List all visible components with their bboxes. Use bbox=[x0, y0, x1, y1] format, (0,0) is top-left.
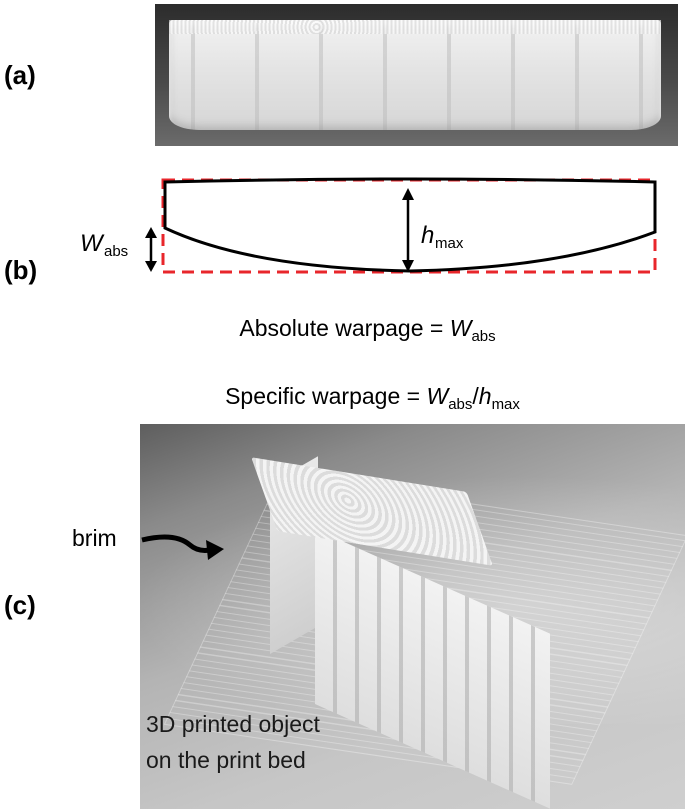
specific-formula-var2: h bbox=[478, 383, 492, 409]
warped-part bbox=[169, 20, 661, 130]
warped-profile bbox=[163, 177, 657, 273]
absolute-formula-var: W bbox=[449, 315, 472, 341]
specific-formula-text: Specific warpage = bbox=[225, 383, 427, 409]
specific-warpage-formula: Specific warpage = Wabs/hmax bbox=[0, 383, 685, 413]
h-max-arrowhead-down bbox=[402, 260, 414, 272]
panel-label-a: (a) bbox=[4, 60, 36, 90]
warpage-schematic: W abs h max bbox=[80, 177, 657, 274]
brim-label: brim bbox=[72, 525, 117, 551]
specific-formula-sub2: max bbox=[491, 396, 520, 413]
panel-label-c: (c) bbox=[4, 590, 36, 620]
h-symbol: h bbox=[421, 222, 434, 249]
caption-line-2: on the print bed bbox=[146, 747, 306, 773]
w-abs-arrowhead-up bbox=[145, 227, 157, 238]
absolute-warpage-formula: Absolute warpage = Wabs bbox=[0, 315, 685, 345]
print-bed-photo bbox=[140, 424, 685, 809]
w-symbol: W bbox=[80, 230, 105, 257]
caption-line-1: 3D printed object bbox=[146, 711, 320, 737]
top-surface-texture bbox=[169, 20, 661, 34]
w-abs-arrowhead-down bbox=[145, 261, 157, 272]
absolute-formula-sub: abs bbox=[471, 328, 496, 345]
specific-formula-var1: W bbox=[426, 383, 449, 409]
print-bed-caption: 3D printed object on the print bed bbox=[146, 706, 320, 778]
h-max-arrowhead-up bbox=[402, 188, 414, 200]
warped-part-photo bbox=[155, 4, 678, 146]
w-subscript: abs bbox=[104, 243, 128, 260]
specific-formula-sub1: abs bbox=[448, 396, 473, 413]
h-subscript: max bbox=[435, 235, 464, 252]
absolute-formula-text: Absolute warpage = bbox=[239, 315, 450, 341]
panel-label-b: (b) bbox=[4, 255, 38, 285]
specific-formula-slash: / bbox=[472, 383, 479, 409]
